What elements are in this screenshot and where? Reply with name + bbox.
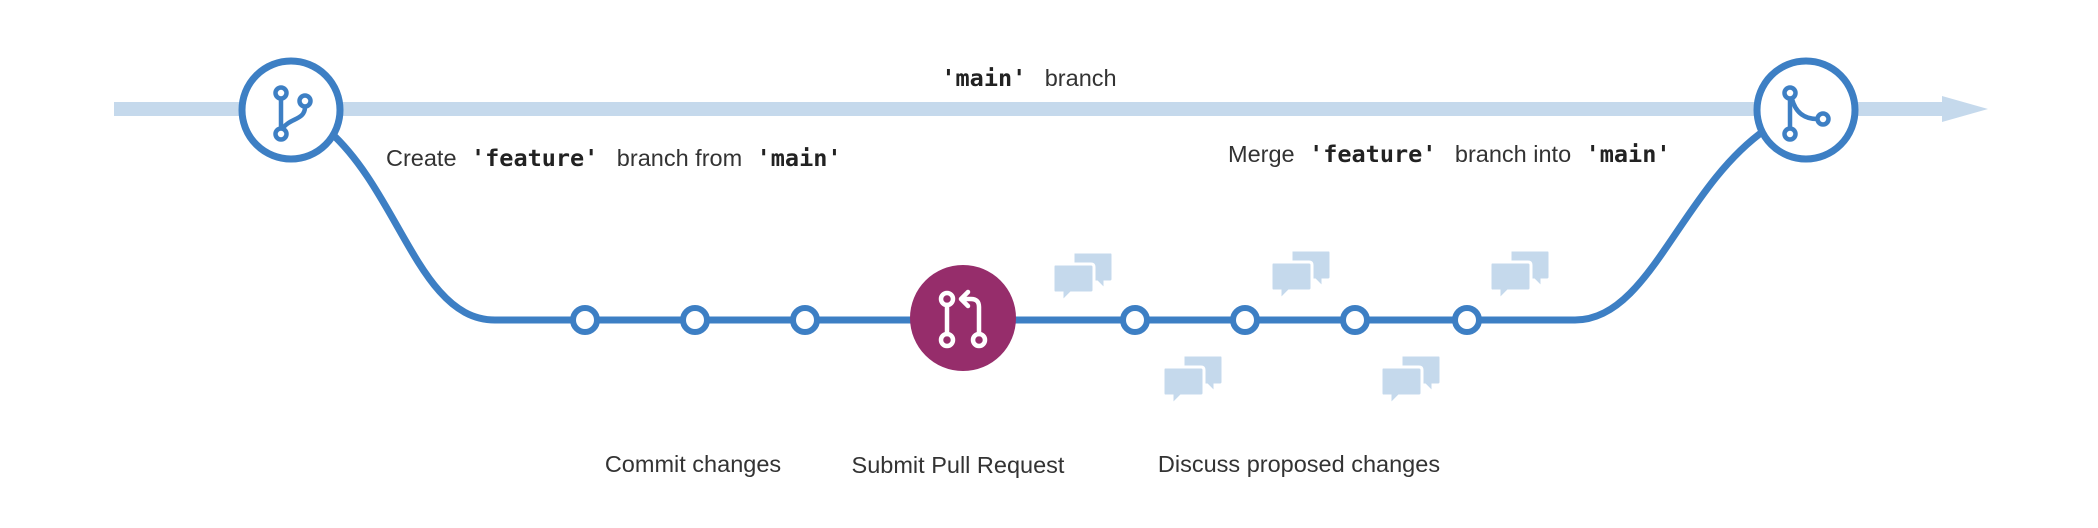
main-branch <box>114 96 1988 122</box>
git-merge-icon <box>1782 85 1831 142</box>
main-branch-name: 'main' <box>941 64 1026 92</box>
git-pull-request-icon <box>938 289 988 349</box>
create-branch-feature: 'feature' <box>471 144 598 172</box>
merge-branch-label: Merge 'feature' branch into 'main' <box>1228 140 1671 168</box>
comment-discussion-icon <box>1269 248 1333 304</box>
branch-start-node <box>238 57 344 163</box>
merge-branch-main: 'main' <box>1586 140 1671 168</box>
create-branch-middle: branch from <box>617 145 742 171</box>
merge-branch-middle: branch into <box>1455 141 1571 167</box>
discussion-commit-node <box>1452 305 1482 335</box>
commit-node <box>570 305 600 335</box>
commit-changes-label: Commit changes <box>605 451 781 477</box>
discussion-commit-node <box>1340 305 1370 335</box>
create-branch-main: 'main' <box>757 144 842 172</box>
main-branch-suffix: branch <box>1045 65 1117 91</box>
main-branch-arrowhead <box>1942 96 1988 122</box>
commit-node <box>790 305 820 335</box>
comment-discussion-icon <box>1379 353 1443 409</box>
comment-discussion-icon <box>1051 250 1115 306</box>
comment-discussion-icon <box>1161 353 1225 409</box>
merge-branch-feature: 'feature' <box>1309 140 1436 168</box>
main-branch-label: 'main' branch <box>941 64 1116 92</box>
create-branch-prefix: Create <box>386 145 457 171</box>
discussion-commit-node <box>1120 305 1150 335</box>
discuss-proposed-changes-label: Discuss proposed changes <box>1158 451 1440 477</box>
submit-pull-request-label: Submit Pull Request <box>852 452 1065 478</box>
commit-node <box>680 305 710 335</box>
git-branch-icon <box>273 85 313 142</box>
pull-request-node <box>910 265 1016 371</box>
main-branch-line <box>114 102 1954 116</box>
merge-branch-prefix: Merge <box>1228 141 1295 167</box>
discussion-commit-node <box>1230 305 1260 335</box>
create-branch-label: Create 'feature' branch from 'main' <box>386 144 842 172</box>
comment-discussion-icon <box>1488 248 1552 304</box>
feature-branch-line <box>326 126 1769 324</box>
merge-end-node <box>1753 57 1859 163</box>
